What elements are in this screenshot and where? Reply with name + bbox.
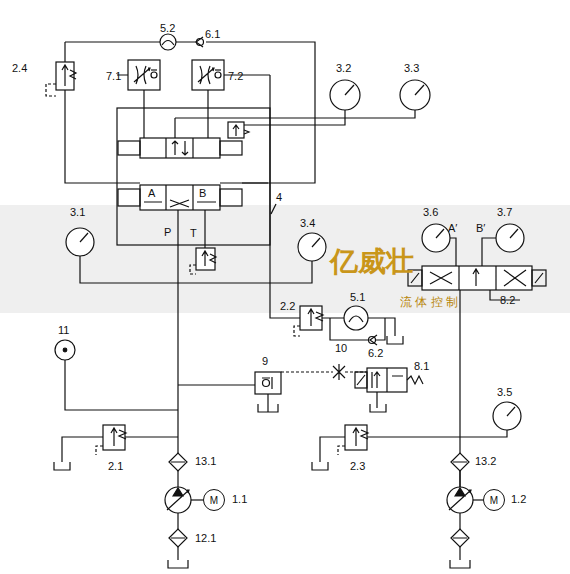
- callout-number: A′: [448, 222, 457, 235]
- callout-number: 7.1: [106, 70, 121, 83]
- callout-number: 10: [335, 342, 347, 355]
- callout-number: 3.1: [70, 206, 85, 219]
- callout-number: B: [199, 187, 206, 200]
- callout-number: 13.1: [195, 455, 216, 468]
- callout-number: 3.6: [423, 206, 438, 219]
- callout-number: 13.2: [475, 455, 496, 468]
- motor-label: M: [210, 495, 218, 506]
- watermark: 亿威壮: [330, 246, 414, 278]
- motor-label: M: [490, 495, 498, 506]
- callout-number: 9: [262, 355, 268, 368]
- callout-number: 2.4: [12, 62, 27, 75]
- callout-number: 1.1: [232, 493, 247, 506]
- callout-number: 2.2: [280, 300, 295, 313]
- callout-number: 7.2: [228, 70, 243, 83]
- callout-number: 8.1: [414, 360, 429, 373]
- callout-number: A: [148, 187, 155, 200]
- callout-number: 3.3: [404, 62, 419, 75]
- callout-number: 5.2: [160, 22, 175, 35]
- callout-number: 3.5: [497, 386, 512, 399]
- watermark: 流 体 控 制: [400, 296, 458, 309]
- callout-number: 1.2: [511, 493, 526, 506]
- motor-circle: M: [483, 489, 505, 511]
- motor-circle: M: [203, 489, 225, 511]
- callout-number: T: [190, 227, 197, 240]
- callout-number: 2.3: [350, 460, 365, 473]
- callout-number: 6.2: [368, 347, 383, 360]
- callout-number: 2.1: [108, 460, 123, 473]
- callout-number: 11: [58, 324, 69, 337]
- callout-number: 3.2: [336, 62, 351, 75]
- callout-number: 4: [276, 191, 282, 204]
- callout-number: 3.7: [497, 206, 512, 219]
- callout-number: 3.4: [300, 217, 315, 230]
- callout-number: 12.1: [195, 532, 216, 545]
- callout-number: 5.1: [350, 291, 365, 304]
- callout-number: B′: [476, 222, 485, 235]
- callout-number: 6.1: [205, 28, 220, 41]
- callout-number: 8.2: [500, 294, 515, 307]
- callout-number: P: [164, 226, 171, 239]
